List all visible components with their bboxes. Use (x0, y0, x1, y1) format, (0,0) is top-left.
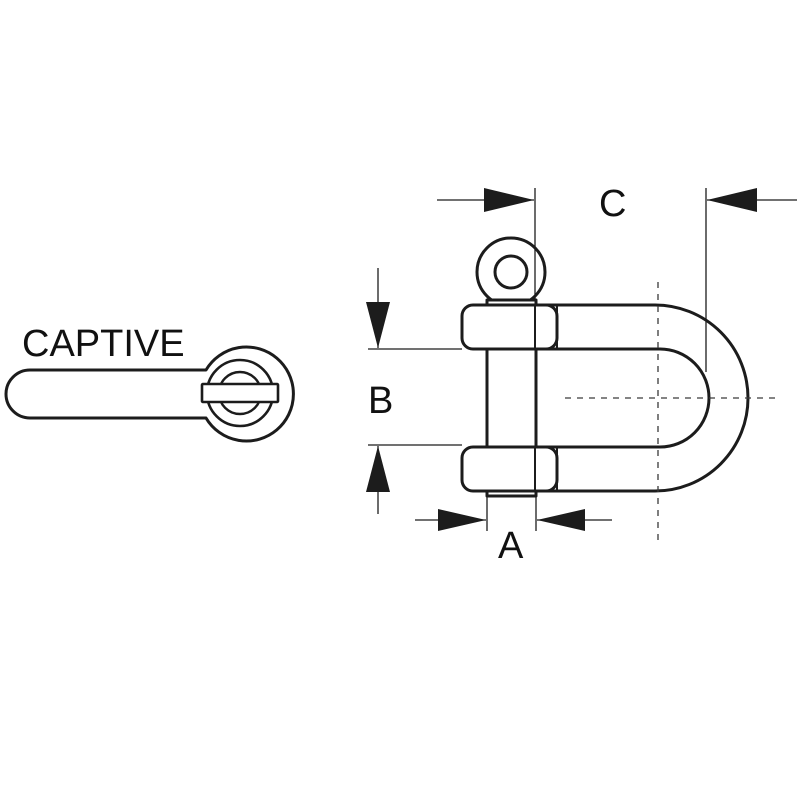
shackle-top-collar (460, 303, 559, 351)
shackle-bow (473, 303, 750, 493)
dim-c-label: C (599, 183, 626, 225)
dim-c-arrow-left (484, 188, 534, 212)
shackle-pin-eye-hole (493, 254, 529, 290)
dim-b-arrow-top (366, 302, 390, 348)
dim-b-arrow-bottom (366, 446, 390, 492)
captive-pin-drawing (4, 345, 295, 443)
dimension-b (366, 268, 462, 514)
captive-label: CAPTIVE (22, 323, 185, 365)
shackle-drawing (460, 236, 750, 498)
dimension-c (437, 188, 797, 372)
dim-c-arrow-right (707, 188, 757, 212)
dim-a-label: A (498, 525, 524, 567)
captive-pin-slot (200, 382, 280, 404)
dim-a-arrow-left (438, 509, 486, 531)
dim-a-arrow-right (537, 509, 585, 531)
dim-b-label: B (368, 380, 393, 422)
shackle-bottom-collar (460, 445, 559, 493)
dimension-a (415, 496, 612, 531)
